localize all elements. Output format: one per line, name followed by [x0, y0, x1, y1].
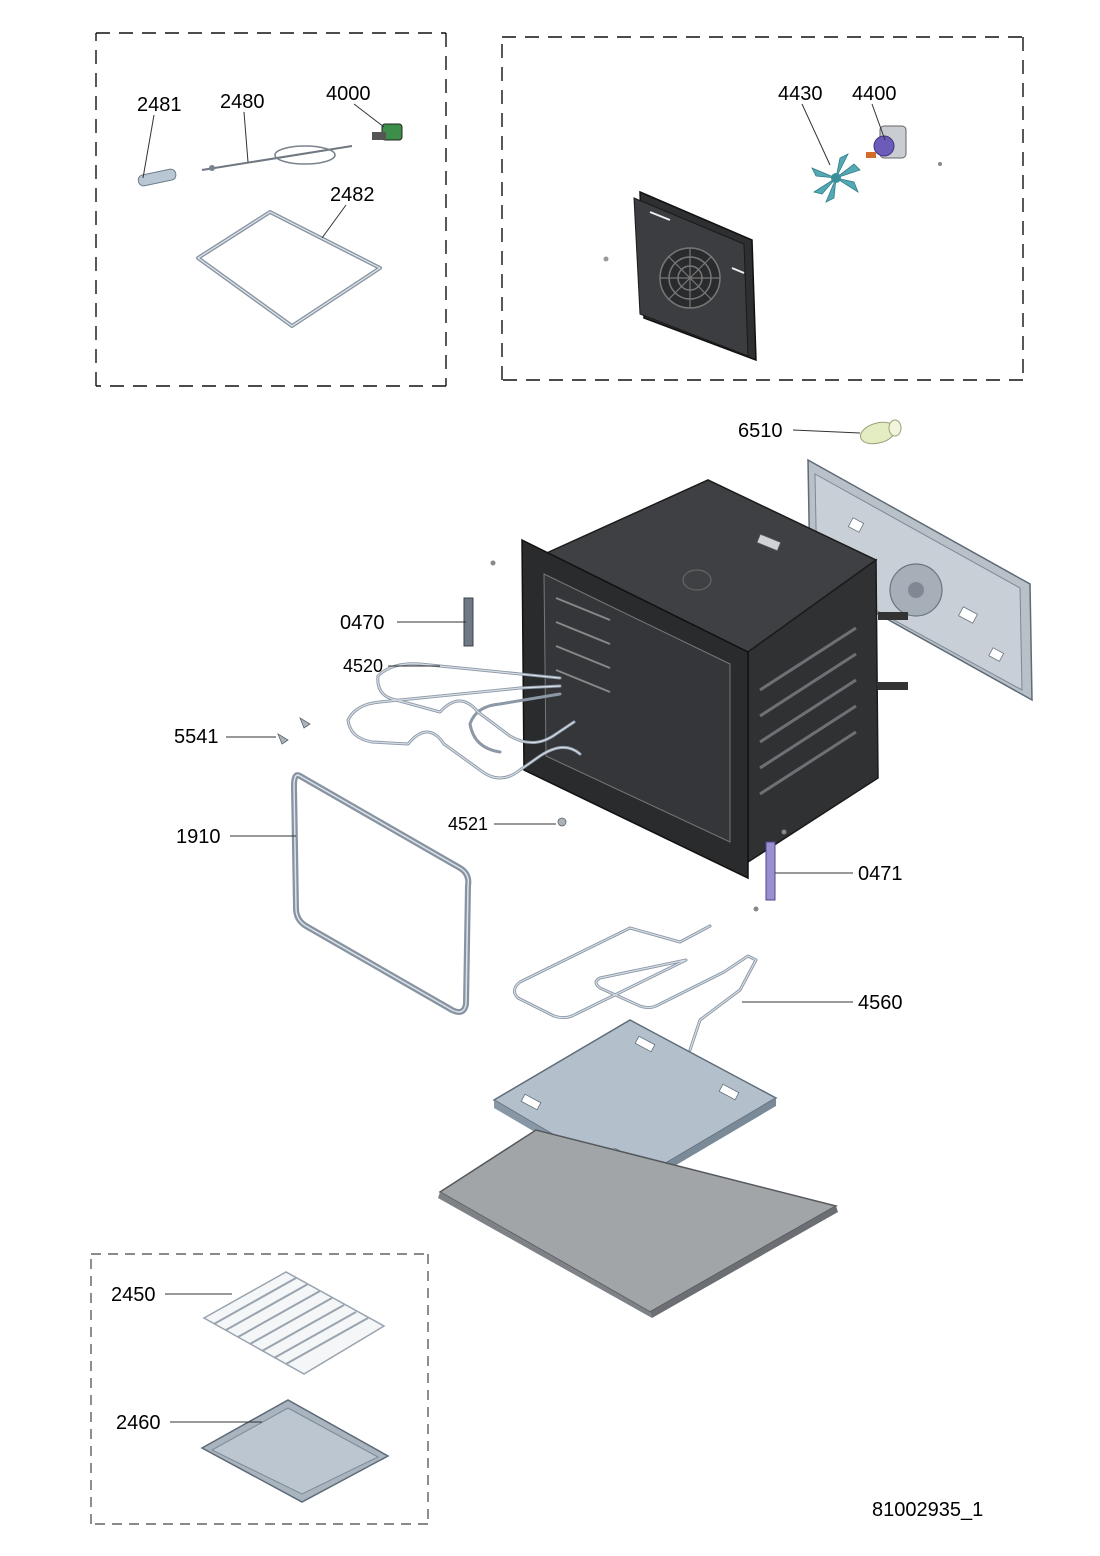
oven-lamp-part — [859, 419, 902, 445]
spit-rod-part — [201, 145, 353, 171]
part-label-4520: 4520 — [343, 656, 383, 676]
part-label-2450: 2450 — [111, 1284, 156, 1306]
heater-screw-part — [557, 817, 567, 827]
group-box-spit — [95, 32, 447, 387]
baking-tray-part — [200, 1399, 390, 1503]
part-label-4521: 4521 — [448, 814, 488, 834]
side-rail-right-part — [753, 829, 787, 912]
fan-cover-part — [603, 190, 757, 362]
part-label-0470: 0470 — [340, 612, 385, 634]
bottom-sheet-part — [438, 1129, 838, 1318]
oven-cavity-part — [521, 479, 908, 880]
part-label-4430: 4430 — [778, 83, 823, 105]
part-label-4000: 4000 — [326, 83, 371, 105]
fan-blade-part — [811, 153, 861, 203]
side-rail-left-part — [463, 560, 496, 647]
fan-motor-part — [866, 125, 942, 166]
part-label-1910: 1910 — [176, 826, 221, 848]
spit-handle-part — [137, 168, 177, 187]
door-seal-gasket-part — [291, 772, 472, 1015]
drawing-number: 81002935_1 — [872, 1499, 983, 1521]
wire-shelf-part — [202, 1271, 386, 1375]
top-heater-element-part — [346, 662, 582, 780]
rear-bracket-part — [807, 458, 1033, 702]
part-label-2481: 2481 — [137, 94, 182, 116]
part-label-5541: 5541 — [174, 726, 219, 748]
group-box-fan — [501, 36, 1024, 381]
part-label-4400: 4400 — [852, 83, 897, 105]
spit-rack-part — [196, 210, 382, 328]
part-label-6510: 6510 — [738, 420, 783, 442]
part-label-2482: 2482 — [330, 184, 375, 206]
part-label-2480: 2480 — [220, 91, 265, 113]
part-label-2460: 2460 — [116, 1412, 161, 1434]
part-label-4560: 4560 — [858, 992, 903, 1014]
spit-motor-part — [372, 123, 403, 141]
part-label-0471: 0471 — [858, 863, 903, 885]
heater-clip-part — [277, 717, 311, 745]
bottom-heater-element-part — [513, 924, 758, 1052]
